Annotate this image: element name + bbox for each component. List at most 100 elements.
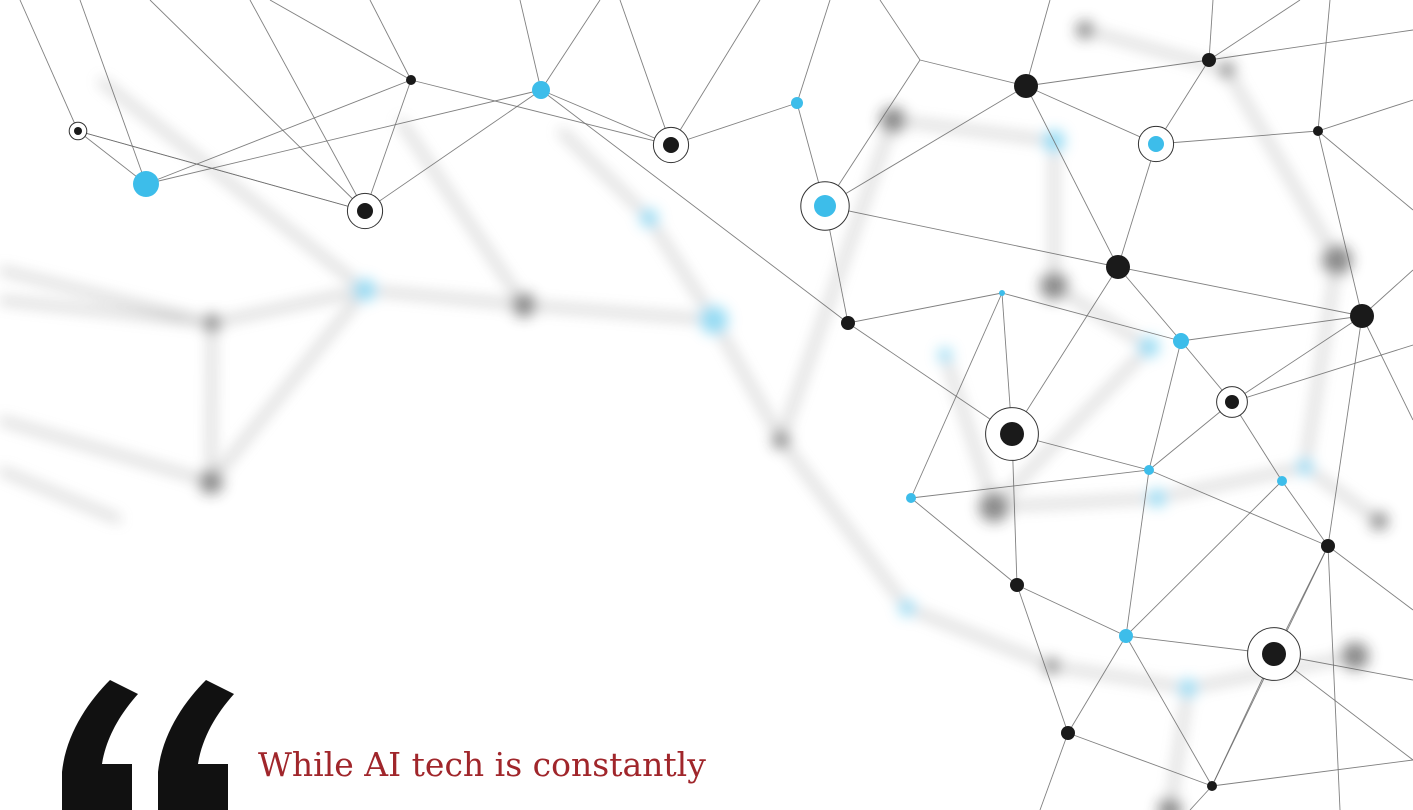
blurred-network-line [1052, 283, 1151, 350]
blurred-node-blue [354, 279, 376, 301]
network-node-dark [1216, 386, 1248, 418]
blurred-node-blue [1148, 489, 1166, 507]
network-node-dark [841, 316, 855, 330]
network-nodes [68, 53, 1374, 791]
network-line [1148, 469, 1329, 547]
blurred-network-line [209, 288, 367, 484]
blurred-node-dark [1219, 62, 1235, 78]
network-line [1025, 85, 1119, 268]
network-line [364, 89, 542, 212]
blurred-node-blue [899, 600, 915, 616]
network-line [1317, 99, 1413, 132]
network-line [1327, 315, 1363, 547]
network-line [540, 0, 601, 91]
network-line [1317, 130, 1363, 317]
blurred-node-blue [1297, 459, 1313, 475]
blurred-network-line [992, 345, 1151, 509]
blurred-node-dark [199, 470, 223, 494]
network-node-dark [1350, 304, 1374, 328]
network-line [1273, 653, 1413, 761]
network-line [1317, 0, 1331, 132]
blurred-network-line [778, 119, 896, 441]
blurred-network-line [558, 128, 651, 220]
network-line [145, 89, 542, 185]
blurred-network-line [646, 216, 717, 322]
blurred-node-blue [1179, 679, 1197, 697]
blurred-node-dark [1158, 798, 1182, 810]
network-line [1001, 292, 1182, 342]
network-node-dark [1014, 74, 1038, 98]
network-line [540, 89, 672, 146]
network-line [1025, 85, 1157, 145]
network-line [364, 79, 412, 212]
blurred-node-dark [512, 293, 536, 317]
blurred-network-line [0, 267, 213, 326]
network-node-dark [346, 192, 384, 230]
blurred-node-dark [880, 107, 906, 133]
network-node-dark [1010, 578, 1024, 592]
blurred-node-dark [203, 314, 221, 332]
network-line [410, 79, 672, 146]
network-line [1208, 0, 1301, 61]
network-line [1211, 759, 1413, 787]
network-node-blue [1137, 125, 1175, 163]
blurred-node-dark [1040, 272, 1068, 300]
blurred-network-line [779, 438, 909, 610]
network-line [1067, 635, 1127, 734]
blurred-network-line [892, 117, 1055, 144]
network-line [1317, 130, 1413, 211]
blurred-network-line [364, 287, 525, 308]
network-line [1125, 480, 1283, 637]
blurred-network-line [98, 78, 367, 292]
network-node-blue [791, 97, 803, 109]
blurred-network-line [0, 417, 212, 485]
network-line [919, 59, 1027, 87]
network-node-dark [1321, 539, 1335, 553]
network-line [1327, 545, 1413, 611]
network-node-dark [1202, 53, 1216, 67]
blurred-node-dark [772, 431, 790, 449]
blurred-node-blue [640, 209, 658, 227]
network-node-blue [1144, 465, 1154, 475]
network-line [1125, 635, 1213, 787]
network-node-blue [1277, 476, 1287, 486]
network-line [1016, 584, 1127, 637]
network-line [847, 292, 1003, 324]
network-line [1231, 315, 1363, 403]
network-node-blue [133, 171, 159, 197]
network-line [847, 322, 1013, 435]
network-line [670, 0, 761, 146]
network-line [1327, 545, 1341, 810]
network-line [796, 0, 831, 104]
network-line [249, 0, 366, 212]
network-node-dark [1061, 726, 1075, 740]
network-line [1117, 143, 1157, 268]
network-line [619, 0, 672, 146]
network-node-blue [1119, 629, 1133, 643]
network-line [1125, 469, 1150, 637]
network-line [1016, 584, 1069, 734]
network-line [1281, 480, 1329, 547]
network-line [1155, 130, 1319, 145]
network-line [77, 130, 147, 185]
opening-double-quote-icon [62, 680, 234, 810]
network-line [824, 85, 1027, 207]
network-line [519, 0, 542, 91]
blurred-network-line [1224, 68, 1340, 262]
network-line [269, 0, 412, 81]
network-line [1025, 0, 1051, 87]
network-node-dark [1106, 255, 1130, 279]
blurred-network-line [906, 605, 1053, 669]
blurred-node-dark [1076, 21, 1094, 39]
blurred-network-line [1167, 687, 1191, 810]
network-line [1039, 732, 1069, 810]
network-node-blue [532, 81, 550, 99]
network-line [1067, 732, 1213, 787]
blurred-node-dark [1370, 512, 1388, 530]
blurred-network-line [942, 354, 997, 508]
network-line [1208, 29, 1413, 61]
network-node-dark [1313, 126, 1323, 136]
network-line [824, 59, 921, 207]
